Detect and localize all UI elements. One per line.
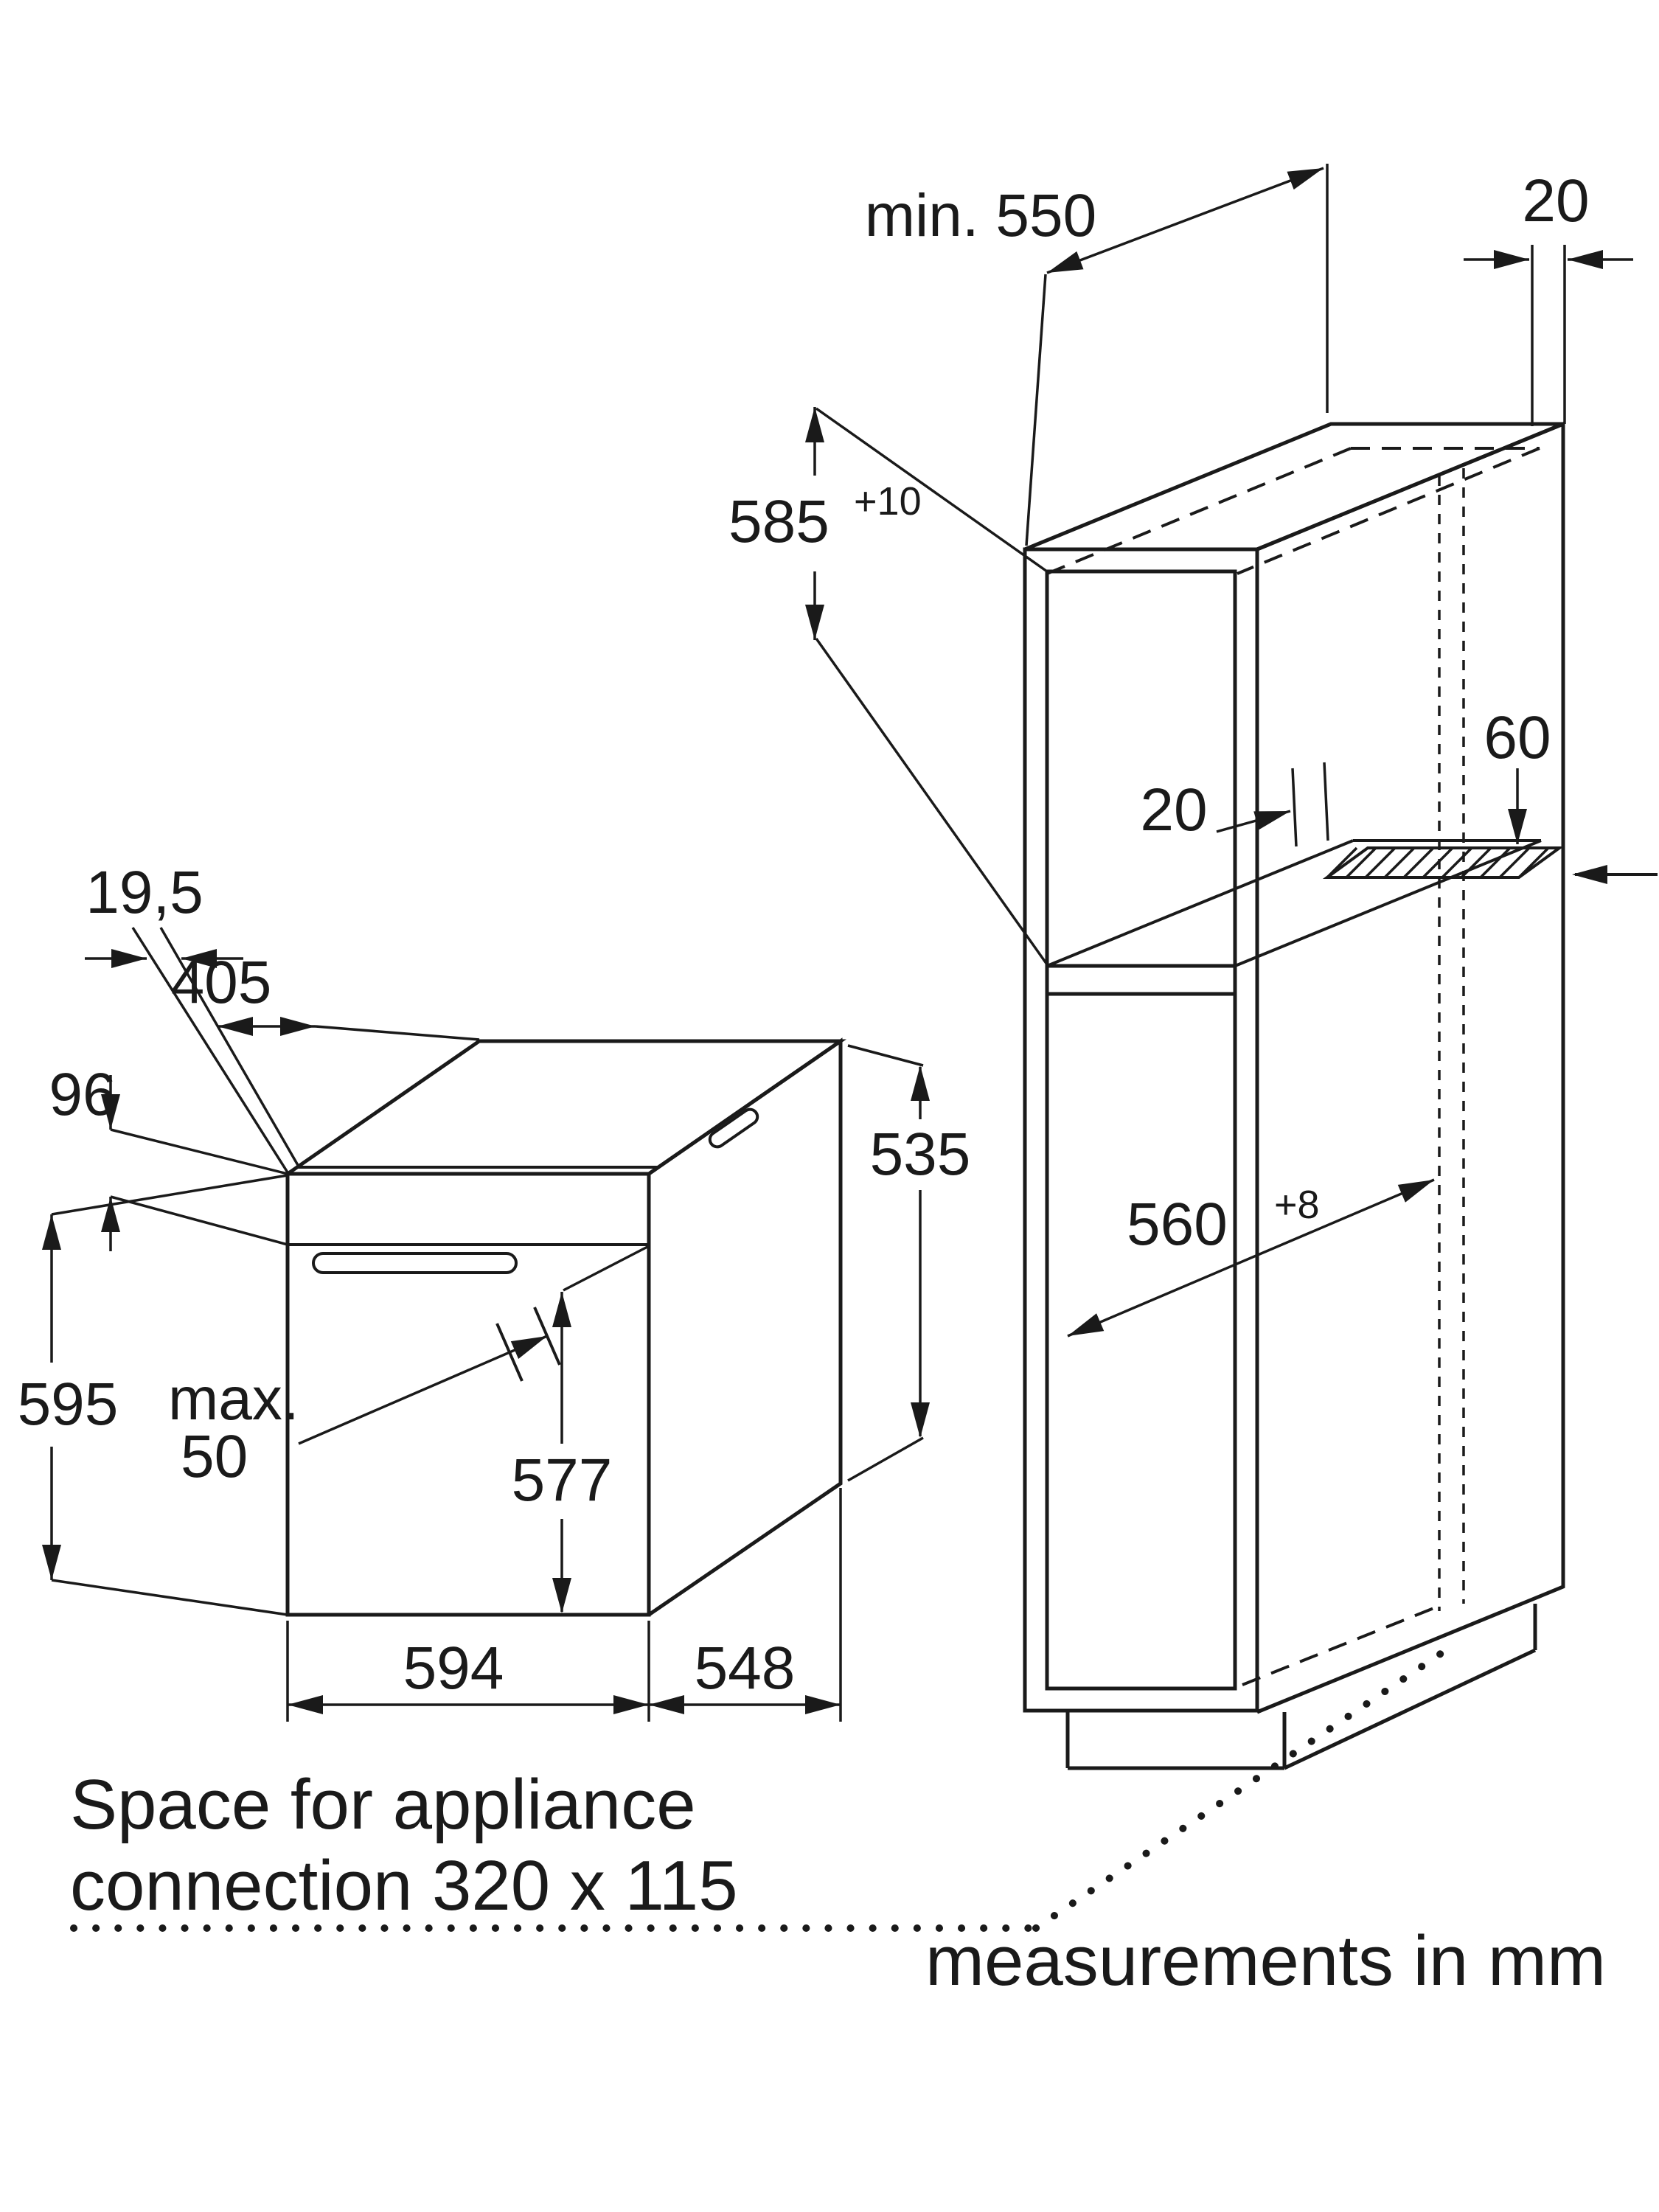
cabinet-top-face [1024,422,1564,552]
annotations: Space for appliance connection 320 x 115… [70,1648,1606,2000]
connection-space-note-line2: connection 320 x 115 [70,1846,738,1925]
cabinet-drawing: min. 550 20 585 +10 [728,164,1658,1770]
cabinet-right-face [1256,421,1565,1714]
dim-panel-height-label: 96 [49,1061,116,1128]
oven-handle [312,1252,561,1382]
dim-front-height-label: 595 [18,1371,119,1438]
shelf-left-edge [1046,839,1354,967]
dim-niche-height-tolerance: +10 [854,479,922,524]
cabinet-front-face [1023,547,1259,1713]
connection-leader-diagonal [1032,1648,1447,1932]
rear-gap-front-line [1291,768,1298,847]
dim-top-depth: 405 [171,949,480,1041]
side-wall-pointer [1572,865,1658,884]
oven-right-face [647,1037,843,1617]
dim-rear-height-label: 535 [870,1121,971,1188]
cabinet-body [1023,421,1565,1714]
oven-side-grip-slot [708,1107,759,1149]
oven-drawing: 595 96 19,5 [18,859,971,1722]
dim-min-depth-label: min. 550 [865,182,1097,249]
oven-top-face [286,1039,847,1176]
dim-body-height-label: 577 [512,1447,613,1514]
dim-niche-height-label: 585 [728,488,830,555]
rear-gap-back-line [1323,762,1329,841]
dim-handle-max-value: 50 [181,1423,248,1490]
shelf-right-edge [1234,839,1542,967]
dim-handle-protrusion: max. 50 [168,1335,548,1490]
dim-front-height: 595 [18,1174,288,1616]
vent-outline [1322,846,1565,879]
units-note: measurements in mm [925,1921,1606,2000]
cabinet-plinth [1065,1604,1537,1770]
connection-space-note-line1: Space for appliance [70,1765,696,1844]
dim-front-width: 594 548 [286,1488,842,1722]
dim-rear-gap-label: 20 [1140,776,1207,844]
dim-panel-thickness: 20 [1464,167,1633,426]
cabinet-inner-opening [1045,569,1237,1691]
oven-body [285,1037,847,1617]
oven-dimensions: 595 96 19,5 [18,859,971,1722]
dim-niche-width: 560 +8 [1067,1178,1435,1338]
dim-niche-height: 585 +10 [728,407,1048,966]
dim-rear-height: 535 [847,1044,971,1482]
dim-handle-max-label: max. [168,1366,299,1433]
dim-top-depth-label: 405 [171,949,272,1016]
dim-vent-depth-label: 60 [1484,704,1551,771]
oven-handle-bar [312,1252,518,1274]
dim-panel-height: 96 [49,1061,288,1251]
vent-hatching [1326,846,1550,879]
oven-front-face [285,1172,651,1617]
vent-cutout [1322,846,1565,879]
cabinet-dimensions: min. 550 20 585 +10 [728,164,1658,1338]
cabinet-hidden-edges [1046,447,1540,1686]
dim-door-offset-label: 19,5 [86,859,204,926]
dim-panel-thickness-label: 20 [1522,167,1589,234]
dim-door-offset: 19,5 [85,859,300,1173]
dim-body-height: 577 [512,1245,650,1613]
dim-front-width-label: 594 [403,1635,504,1702]
dim-vent-depth: 60 [1484,704,1551,844]
dim-rear-gap: 20 [1140,776,1291,844]
dim-min-depth: min. 550 [865,164,1329,546]
dim-niche-width-tolerance: +8 [1274,1183,1320,1227]
dim-niche-width-label: 560 [1127,1191,1228,1258]
dim-body-depth-label: 548 [695,1635,796,1702]
